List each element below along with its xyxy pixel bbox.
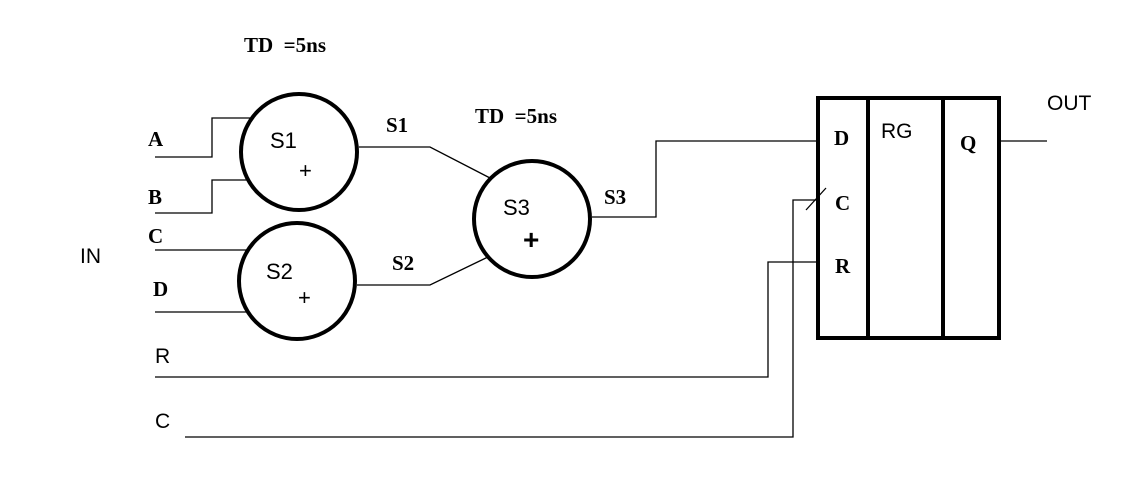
delay-label-adders: TD =5ns — [244, 33, 326, 57]
input-label-d: D — [153, 277, 168, 301]
adder-wires — [357, 140, 1047, 286]
adder-s3-body — [472, 159, 592, 279]
adder-s2-label: S2 — [266, 259, 293, 284]
wire-s3 — [592, 140, 818, 218]
wire-a — [155, 117, 250, 158]
adder-s2-plus: + — [298, 285, 311, 310]
input-label-clk: C — [155, 410, 170, 433]
input-label-a: A — [148, 127, 164, 151]
signal-label-s2: S2 — [392, 251, 414, 275]
register-pin-r: R — [835, 254, 851, 278]
adder-s1-label: S1 — [270, 128, 297, 153]
input-wires — [155, 117, 827, 438]
adder-s1-plus: + — [299, 158, 312, 183]
register-pin-d: D — [834, 126, 849, 150]
adder-s1-body — [239, 92, 359, 212]
register-body — [816, 96, 1001, 340]
adder-s1: S1 + — [239, 92, 359, 212]
register-pin-c: C — [835, 191, 850, 215]
input-label-r: R — [155, 345, 170, 368]
wire-s2 — [357, 255, 491, 286]
wire-clk — [185, 199, 818, 438]
register-rg: RG D C R Q — [816, 96, 1001, 340]
adder-s2-body — [237, 221, 357, 341]
labels: TD =5ns TD =5ns A B C D IN R C S1 S2 S3 … — [80, 33, 1092, 433]
output-label: OUT — [1047, 92, 1092, 115]
adder-s3-label: S3 — [503, 195, 530, 220]
adder-s3: S3 + — [472, 159, 592, 279]
signal-label-s1: S1 — [386, 113, 408, 137]
input-label-c: C — [148, 224, 163, 248]
wire-s1 — [359, 146, 491, 179]
adder-s2: S2 + — [237, 221, 357, 341]
signal-label-s3: S3 — [604, 185, 626, 209]
register-title: RG — [881, 120, 913, 143]
adder-s3-plus: + — [523, 224, 539, 255]
input-label-b: B — [148, 185, 162, 209]
input-group-label: IN — [80, 245, 101, 268]
delay-label-s3: TD =5ns — [475, 104, 557, 128]
wire-b — [155, 179, 248, 214]
register-pin-q: Q — [960, 131, 976, 155]
